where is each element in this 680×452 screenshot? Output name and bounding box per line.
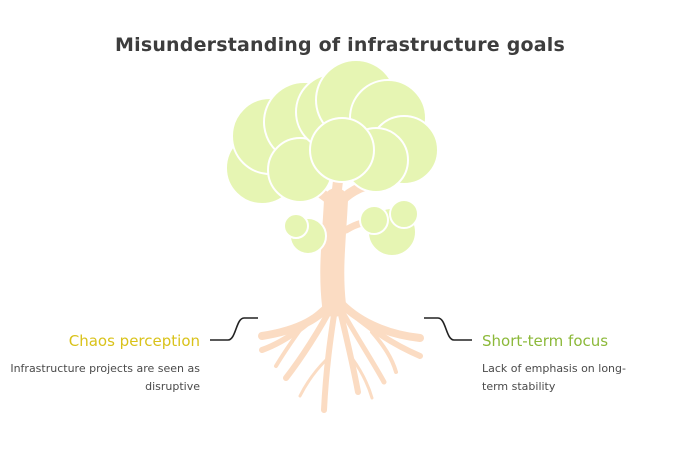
tree-foliage <box>225 59 439 257</box>
tree-trunk-and-roots <box>258 163 424 413</box>
short-term-focus-description: Lack of emphasis on long-term stability <box>482 362 626 393</box>
chaos-perception-title: Chaos perception <box>68 332 200 350</box>
right-connector <box>424 317 472 341</box>
diagram-title: Misunderstanding of infrastructure goals <box>115 34 565 56</box>
left-connector <box>210 317 258 341</box>
chaos-perception-description: Infrastructure projects are seen as disr… <box>10 362 200 393</box>
short-term-focus-title: Short-term focus <box>482 332 609 350</box>
